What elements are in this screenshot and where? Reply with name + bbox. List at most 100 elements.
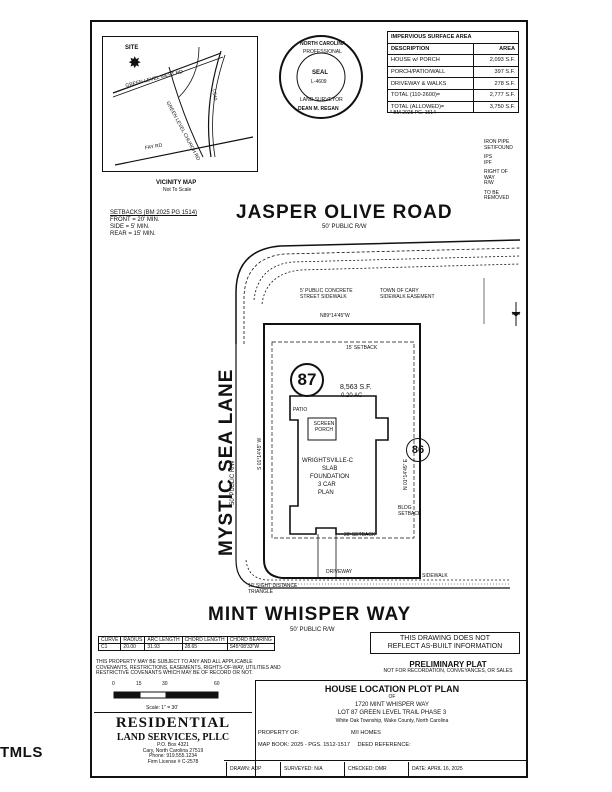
road-south-rw: 50' PUBLIC R/W <box>290 627 335 633</box>
driveway-label: DRIVEWAY <box>326 569 353 575</box>
notes-block: THIS PROPERTY MAY BE SUBJECT TO ANY AND … <box>96 659 356 677</box>
legend-item: SET/FOUND <box>484 144 513 151</box>
house-text-2: SLAB <box>322 466 338 472</box>
title-footer-line <box>224 760 528 761</box>
site-star-icon: ✸ <box>128 55 142 72</box>
neighbor-lot-badge: 86 <box>406 438 430 462</box>
area-table-title: IMPERVIOUS SURFACE AREA <box>387 31 519 44</box>
setbacks-block: SETBACKS (BM 2025 PG 1514) FRONT = 20' M… <box>110 210 197 238</box>
legend-item: IPF <box>484 159 492 166</box>
patio-label: PATIO <box>293 407 308 413</box>
table-row: C1 20.00 31.93 28.65 S45°08'33"W <box>97 643 275 651</box>
drawing-frame <box>90 20 528 778</box>
seal-ring-top: NORTH CAROLINA <box>300 41 346 47</box>
curve-header: ARC LENGTH <box>144 636 183 644</box>
top-bearing-label: N89°14'45"W <box>320 313 350 319</box>
area-row-value: 3,750 S.F. <box>473 100 519 114</box>
scale-bar-graphic <box>113 691 219 699</box>
left-bearing-label: S 01°14'45" W <box>257 437 263 470</box>
checked-field: CHECKED: DMR <box>344 762 408 776</box>
preliminary-plat: PRELIMINARY PLAT NOT FOR RECORDATION, CO… <box>374 660 522 675</box>
seal-rings <box>279 35 363 119</box>
vicinity-map-roads <box>112 46 254 166</box>
drawn-label: DRAWN: <box>230 766 251 772</box>
vicinity-map: SITE ✸ GREEN LEVEL WEST RD GREEN LEVEL C… <box>102 36 258 172</box>
map-book-row: MAP BOOK: 2025 - PGS. 1512-1517 DEED REF… <box>258 742 411 748</box>
property-of-value: M/I HOMES <box>351 730 381 736</box>
curve-cell: 20.00 <box>120 643 146 651</box>
vicinity-map-subtitle: Not To Scale <box>163 187 192 193</box>
curve-header: CHORD LENGTH <box>181 636 228 644</box>
surveyed-label: SURVEYED: <box>284 766 313 772</box>
company-address-line: P.O. Box 4321 <box>157 742 189 748</box>
scale-label: Scale: 1" = 30' <box>146 705 179 711</box>
curve-header: CURVE <box>97 636 122 644</box>
seal-center: SEAL <box>312 70 329 76</box>
legend-item: TO BE REMOVED <box>484 189 510 201</box>
company-address-line: Cary, North Carolina 27519 <box>142 747 204 754</box>
company-address-line: Firm License # C-2578 <box>147 758 199 765</box>
date-label: DATE: <box>412 766 427 772</box>
checked-label: CHECKED: <box>348 766 374 772</box>
setback-front: FRONT = 20' MIN. <box>110 216 160 223</box>
table-row: TOTAL (ALLOWED)=3,750 S.F. <box>386 100 519 114</box>
area-table-header: DESCRIPTION <box>386 42 475 56</box>
setbacks-title: SETBACKS (BM 2025 PG 1514) <box>110 210 198 216</box>
impervious-area-table: IMPERVIOUS SURFACE AREA DESCRIPTION AREA… <box>386 31 519 114</box>
property-of-label: PROPERTY OF: <box>258 730 300 736</box>
legend-item: IRON PIPE <box>484 139 510 145</box>
surveyed-field: SURVEYED: N/A <box>280 762 344 776</box>
title-block-location: White Oak Township, Wake County, North C… <box>335 718 449 724</box>
curve-table: CURVE RADIUS ARC LENGTH CHORD LENGTH CHO… <box>97 636 275 651</box>
drawn-value: ADP <box>251 766 262 772</box>
road-north-name: JASPER OLIVE ROAD <box>236 202 453 223</box>
company-name-2: LAND SERVICES, PLLC <box>116 732 230 743</box>
preliminary-note: NOT FOR RECORDATION, CONVEYANCES, OR SAL… <box>383 668 513 674</box>
scale-tick: 60 <box>214 681 220 687</box>
scale-tick: 0 <box>112 681 115 687</box>
lot-number-badge: 87 <box>290 363 324 397</box>
preliminary-title: PRELIMINARY PLAT <box>409 660 487 669</box>
company-address-line: Phone: 919.555.1234 <box>149 753 197 759</box>
area-row-label: TOTAL (ALLOWED)= <box>386 100 475 114</box>
map-book-value: 2025 - PGS. 1512-1517 <box>290 742 350 748</box>
scale-tick: 30 <box>162 681 168 687</box>
town-easement-label: TOWN OF CARY SIDEWALK EASEMENT <box>380 288 435 300</box>
title-block-title: HOUSE LOCATION PLOT PLAN <box>324 684 460 694</box>
legend-item: RIGHT OF WAY <box>484 169 508 181</box>
corner-mark: TMLS <box>0 744 43 761</box>
right-bearing-label: N 01°14'45" E <box>403 458 409 490</box>
house-text-4: 3 CAR <box>318 482 336 488</box>
house-text-1: WRIGHTSVILLE-C <box>302 458 354 464</box>
date-value: APRIL 16, 2025 <box>427 766 463 772</box>
road-north-rw: 50' PUBLIC R/W <box>322 224 367 230</box>
seal-name: DEAN M. REGAN <box>298 106 339 112</box>
company-block: RESIDENTIAL LAND SERVICES, PLLC P.O. Box… <box>94 712 252 765</box>
rear-setback-label: 15' SETBACK <box>346 345 378 351</box>
drawn-field: DRAWN: ADP <box>226 762 280 776</box>
seal-ring-bottom: LAND SURVEYOR <box>300 97 343 103</box>
legend-item: R/W <box>484 180 494 186</box>
road-south-name: MINT WHISPER WAY <box>208 604 412 625</box>
area-table-reference: * BM 2025 PG. 1514 <box>390 110 436 116</box>
title-block <box>255 680 528 778</box>
title-block-address: 1720 MINT WHISPER WAY <box>355 702 429 708</box>
area-table-header: AREA <box>473 42 519 56</box>
setback-rear: REAR = 15' MIN. <box>110 230 156 237</box>
front-setback-label: 20' SETBACK <box>344 532 376 538</box>
checked-value: DMR <box>375 766 387 772</box>
seal-ring-middle: PROFESSIONAL <box>303 49 342 55</box>
seal-number: L-4609 <box>311 79 327 85</box>
setback-side: SIDE = 5' MIN. <box>110 223 150 230</box>
curve-cell: 28.65 <box>181 643 228 651</box>
disclaimer-line-1: THIS DRAWING DOES NOT <box>400 635 490 642</box>
curve-header: RADIUS <box>120 636 146 644</box>
surveyed-value: N/A <box>314 766 323 772</box>
scale-tick: 15 <box>136 681 142 687</box>
disclaimer-line-2: REFLECT AS-BUILT INFORMATION <box>387 643 503 651</box>
sidewalk-label: SIDEWALK <box>422 573 448 579</box>
title-block-lot: LOT 87 GREEN LEVEL TRAIL PHASE 3 <box>337 710 447 716</box>
